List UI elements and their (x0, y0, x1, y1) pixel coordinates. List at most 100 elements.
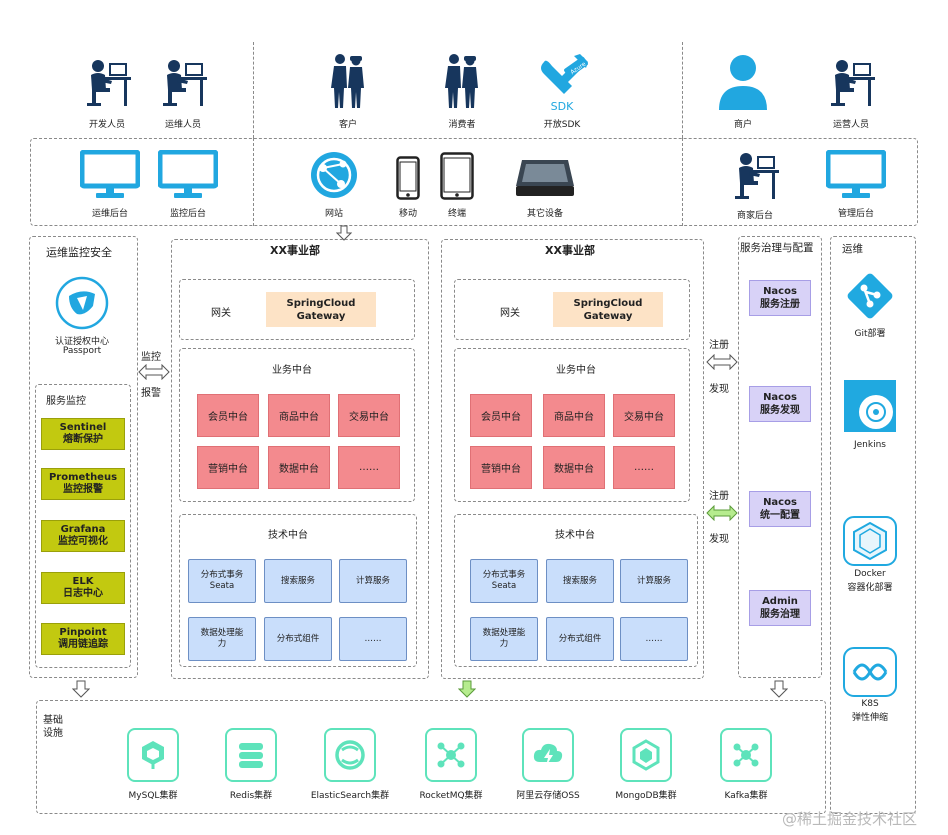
ops-staff-icon (826, 55, 876, 110)
service-monitor-panel (35, 384, 131, 668)
rocketmq-icon (425, 728, 477, 782)
register-discover-arrow-1-icon (706, 354, 738, 370)
ops-staff-label: 运营人员 (832, 120, 870, 130)
passport-label-line2: Passport (62, 346, 102, 356)
division-1-tech-components: 分布式组件 (264, 617, 332, 661)
security-down-arrow-icon (72, 680, 90, 698)
docker-label-line2: 容器化部署 (847, 583, 893, 593)
division-2-biz-marketing: 营销中台 (470, 446, 532, 489)
division-2-biz-trade: 交易中台 (613, 394, 675, 437)
merchant-backend-label: 商家后台 (736, 211, 774, 221)
register-label-1: 注册 (709, 340, 729, 351)
developer-icon (82, 55, 132, 110)
division-1-tech-search: 搜索服务 (264, 559, 332, 603)
infra-panel (36, 700, 826, 814)
jenkins-icon (844, 380, 896, 432)
rocketmq-label: RocketMQ集群 (419, 791, 483, 801)
redis-label: Redis集群 (229, 791, 273, 801)
division-1-business-title: 业务中台 (272, 365, 312, 376)
division-2-tech-compute: 计算服务 (620, 559, 688, 603)
passport-label-line1: 认证授权中心 (54, 337, 110, 347)
operator-icon (158, 55, 208, 110)
ops-panel (830, 236, 916, 814)
monitor-backend-monitor-icon (158, 150, 218, 200)
division-1-tech-panel (179, 514, 417, 667)
sdk-label: 开放SDK (543, 120, 581, 130)
infra-title-line2: 设施 (43, 728, 63, 739)
monitor-arrow-label-top: 监控 (141, 352, 161, 363)
elasticsearch-label: ElasticSearch集群 (310, 791, 390, 801)
admin-backend-label: 管理后台 (837, 209, 875, 219)
division-1-biz-trade: 交易中台 (338, 394, 400, 437)
monitor-backend-label: 监控后台 (169, 209, 207, 219)
operator-label: 运维人员 (164, 120, 202, 130)
oss-label: 阿里云存储OSS (516, 791, 580, 801)
division-1-gateway-label: 网关 (211, 308, 231, 319)
consumer-icon (442, 52, 482, 112)
kafka-label: Kafka集群 (724, 791, 768, 801)
k8s-label-line2: 弹性伸缩 (851, 713, 889, 723)
division-1-biz-product: 商品中台 (268, 394, 330, 437)
website-globe-icon (311, 152, 357, 198)
sdk-icon: Azure SDK (541, 54, 588, 112)
division-1-biz-more: …… (338, 446, 400, 489)
docker-label-line1: Docker (854, 569, 886, 579)
division-1-tech-compute: 计算服务 (339, 559, 407, 603)
developer-label: 开发人员 (88, 120, 126, 130)
sdk-badge-text: SDK (551, 100, 574, 112)
redis-icon (225, 728, 277, 782)
discover-label-1: 发现 (709, 384, 729, 395)
clients-down-arrow-icon (336, 225, 352, 241)
governance-down-arrow-icon (770, 680, 788, 698)
division-1-biz-data: 数据中台 (268, 446, 330, 489)
other-device-label: 其它设备 (526, 209, 564, 219)
division-2-biz-data: 数据中台 (543, 446, 605, 489)
division-1-tech-more: …… (339, 617, 407, 661)
division-2-business-panel (454, 348, 690, 502)
consumer-label: 消费者 (448, 120, 476, 130)
infra-title-line1: 基础 (43, 715, 63, 726)
git-icon (847, 273, 893, 319)
merchant-icon (719, 55, 767, 110)
kafka-icon (720, 728, 772, 782)
division-2-tech-more: …… (620, 617, 688, 661)
terminal-label: 终端 (447, 209, 467, 219)
division-2-panel (441, 239, 704, 679)
monitor-arrow-label-bottom: 报警 (141, 388, 161, 399)
governance-panel (738, 236, 822, 678)
division-2-tech-components: 分布式组件 (546, 617, 614, 661)
ops-title: 运维 (842, 243, 863, 255)
division-2-tech-panel (454, 514, 698, 667)
passport-shield-icon (55, 276, 109, 330)
governance-title: 服务治理与配置 (740, 242, 814, 254)
division-2-tech-data-processing: 数据处理能力 (470, 617, 538, 661)
division-2-tech-search: 搜索服务 (546, 559, 614, 603)
website-label: 网站 (324, 209, 344, 219)
security-title: 运维监控安全 (46, 246, 112, 259)
mobile-label: 移动 (398, 209, 418, 219)
docker-icon (843, 516, 897, 566)
customer-label: 客户 (338, 120, 358, 130)
ops-backend-monitor-icon (80, 150, 140, 200)
mongodb-icon (620, 728, 672, 782)
division-2-business-title: 业务中台 (556, 365, 596, 376)
division-2-biz-product: 商品中台 (543, 394, 605, 437)
register-label-2: 注册 (709, 491, 729, 502)
watermark: @稀土掘金技术社区 (782, 810, 918, 828)
discover-label-2: 发现 (709, 534, 729, 545)
mongodb-label: MongoDB集群 (615, 791, 677, 801)
division-1-tech-title: 技术中台 (268, 530, 308, 541)
terminal-tablet-icon (440, 152, 474, 200)
merchant-backend-icon (730, 148, 780, 203)
other-device-scanner-icon (516, 160, 574, 196)
division-1-title: XX事业部 (270, 244, 320, 257)
